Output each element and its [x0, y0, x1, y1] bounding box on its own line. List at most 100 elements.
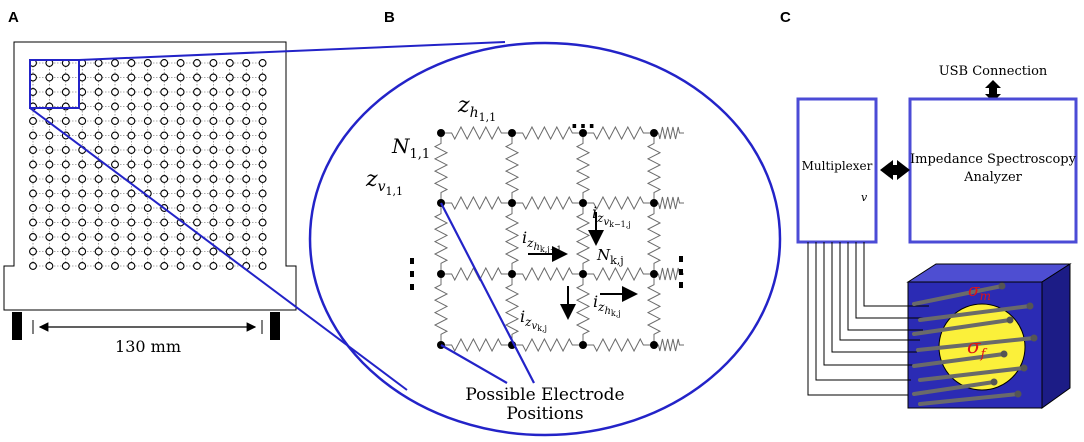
electrode-ring	[209, 233, 218, 241]
electrode-ring	[111, 146, 119, 154]
electrode-ring	[61, 175, 70, 183]
electrode-ring	[225, 117, 234, 125]
electrode-ring	[143, 218, 152, 227]
electrode-ring	[209, 189, 218, 198]
multiplexer-box	[796, 97, 878, 244]
network-node	[650, 129, 658, 137]
electrode-ring	[61, 262, 70, 270]
electrode-ring	[111, 262, 119, 270]
resistor-horizontal	[512, 125, 583, 141]
electrode-ring	[143, 59, 152, 67]
electrode-ring	[143, 88, 152, 96]
node-label-nkj: Nk,j	[596, 246, 624, 267]
electrode-ring	[242, 247, 251, 256]
electrode-ring	[143, 262, 152, 270]
electrode-ring	[143, 131, 152, 140]
electrode-ring	[61, 88, 70, 96]
electrode-ring	[242, 189, 251, 198]
electrode-wire	[847, 242, 923, 331]
electrode-ring	[127, 102, 136, 111]
network-node	[437, 270, 445, 278]
electrode-ring	[242, 117, 251, 125]
electrode-ring	[127, 247, 136, 256]
electrode-ring	[45, 247, 54, 256]
electrode-ring	[94, 59, 103, 67]
panel-b-letter: B	[384, 9, 395, 26]
electrode-ring	[193, 175, 201, 183]
electrode-ring	[111, 131, 119, 140]
panel-c: C USB Connection Multiplexer v Impedance…	[780, 9, 1078, 409]
electrode-ring	[209, 204, 218, 212]
electrode-ring	[176, 73, 185, 82]
electrode-ring	[193, 88, 201, 96]
electrode-ring	[193, 262, 201, 270]
network-node	[508, 270, 516, 278]
electrode-ring	[111, 233, 119, 241]
electrode-rod	[912, 284, 1004, 306]
device-left-leg	[12, 312, 22, 340]
electrode-ring	[29, 146, 37, 154]
electrode-ring	[242, 146, 251, 154]
electrode-ring	[143, 73, 152, 82]
electrode-ring	[258, 247, 267, 256]
resistor-horizontal	[441, 337, 512, 353]
zoom-box	[29, 59, 80, 109]
electrode-ring	[111, 73, 119, 82]
electrode-ring	[176, 146, 185, 154]
electrode-ring	[143, 204, 152, 212]
electrode-ring	[258, 262, 267, 270]
electrode-rod	[912, 380, 996, 396]
electrode-ring	[111, 88, 119, 96]
electrode-ring	[45, 88, 54, 96]
electrode-ring	[176, 233, 185, 241]
electrode-ring	[61, 189, 70, 198]
electrode-ring	[29, 160, 37, 169]
resistor-horizontal-edge	[654, 338, 684, 352]
electrode-rod	[918, 304, 1032, 322]
network-node	[650, 199, 658, 207]
mux-analyzer-arrow	[880, 160, 910, 180]
electrode-ring	[160, 59, 169, 67]
electrode-tip	[1000, 350, 1008, 358]
electrode-ring	[258, 218, 267, 227]
network-node	[508, 199, 516, 207]
node-label-n11: N1,1	[391, 134, 430, 162]
electrode-ring	[225, 175, 234, 183]
electrode-ring	[258, 102, 267, 111]
electrode-tip	[990, 378, 998, 386]
electrode-ring	[78, 117, 87, 125]
panel-b: B N1,1 zh1,1 zv1,1 ⋯ izhk,j−1 izvk−1,j N…	[308, 9, 782, 437]
panel-a: A 130 mm	[3, 9, 297, 356]
electrode-ring	[258, 88, 267, 96]
usb-double-arrow	[985, 80, 1001, 102]
resistor-horizontal	[441, 195, 512, 211]
electrode-tip	[1030, 334, 1038, 342]
electrode-ring	[242, 204, 251, 212]
electrode-wire	[839, 242, 920, 341]
zoom-connector-top	[78, 41, 506, 61]
electrode-ring	[176, 204, 185, 212]
electrode-ring	[61, 117, 70, 125]
usb-label: USB Connection	[939, 64, 1048, 79]
electrode-tip	[1026, 302, 1034, 310]
electrode-ring	[29, 247, 37, 256]
electrode-wire	[815, 242, 911, 381]
electrode-ring	[29, 218, 37, 227]
electrode-ring	[160, 102, 169, 111]
electrode-ring	[176, 59, 185, 67]
resistor-vertical	[646, 133, 662, 203]
electrode-ring	[111, 204, 119, 212]
electrode-ring	[143, 146, 152, 154]
electrode-ring	[143, 247, 152, 256]
resistor-vertical	[646, 203, 662, 274]
electrode-ring	[160, 88, 169, 96]
electrode-ring	[78, 247, 87, 256]
electrode-ring	[94, 88, 103, 96]
electrode-ring	[45, 160, 54, 169]
electrode-ring	[127, 117, 136, 125]
electrode-ring	[45, 262, 54, 270]
electrode-wires	[807, 242, 1038, 406]
electrode-ring	[45, 204, 54, 212]
electrode-ring	[94, 131, 103, 140]
